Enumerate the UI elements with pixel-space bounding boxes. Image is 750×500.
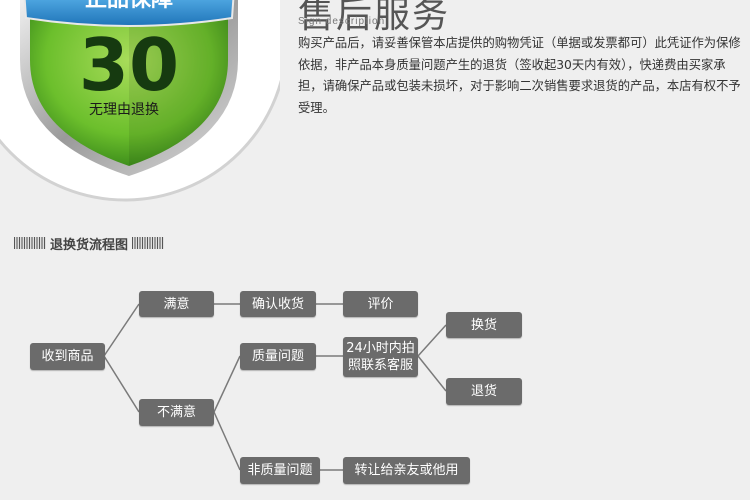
service-description: 购买产品后，请妥善保管本店提供的购物凭证（单据或发票都可）此凭证作为保修依据，非…: [298, 36, 741, 115]
node-confirm-receipt: 确认收货: [240, 291, 316, 317]
node-contact-service: 24小时内拍照联系客服: [343, 337, 418, 377]
warranty-badge: 正品保障 30 无理由退换: [0, 0, 289, 210]
stripe-decoration: [132, 237, 165, 249]
node-review: 评价: [343, 291, 418, 317]
process-title-label: 退换货流程图: [50, 237, 129, 253]
node-satisfied: 满意: [139, 291, 214, 317]
node-received: 收到商品: [30, 343, 105, 370]
process-title: 退换货流程图: [14, 235, 165, 253]
badge-number: 30: [79, 23, 179, 107]
connector-line: [417, 324, 447, 357]
banner-text: 正品保障: [85, 0, 173, 12]
connector-line: [103, 303, 140, 357]
section-title: 售后服务: [298, 0, 451, 36]
node-return: 退货: [446, 378, 522, 405]
node-unsatisfied: 不满意: [139, 399, 214, 426]
connector-line: [417, 355, 447, 392]
connector-line: [213, 355, 241, 413]
node-quality-issue: 质量问题: [240, 343, 316, 370]
connector-line: [103, 355, 140, 413]
connector-line: [213, 411, 241, 471]
stripe-decoration: [14, 237, 46, 249]
node-non-quality-issue: 非质量问题: [240, 457, 320, 484]
node-exchange: 换货: [446, 312, 522, 338]
section-subtitle: Sign description: [298, 16, 386, 27]
shield-icon: 正品保障 30 无理由退换: [0, 0, 289, 202]
badge-caption: 无理由退换: [89, 101, 159, 118]
node-transfer: 转让给亲友或他用: [343, 457, 470, 484]
